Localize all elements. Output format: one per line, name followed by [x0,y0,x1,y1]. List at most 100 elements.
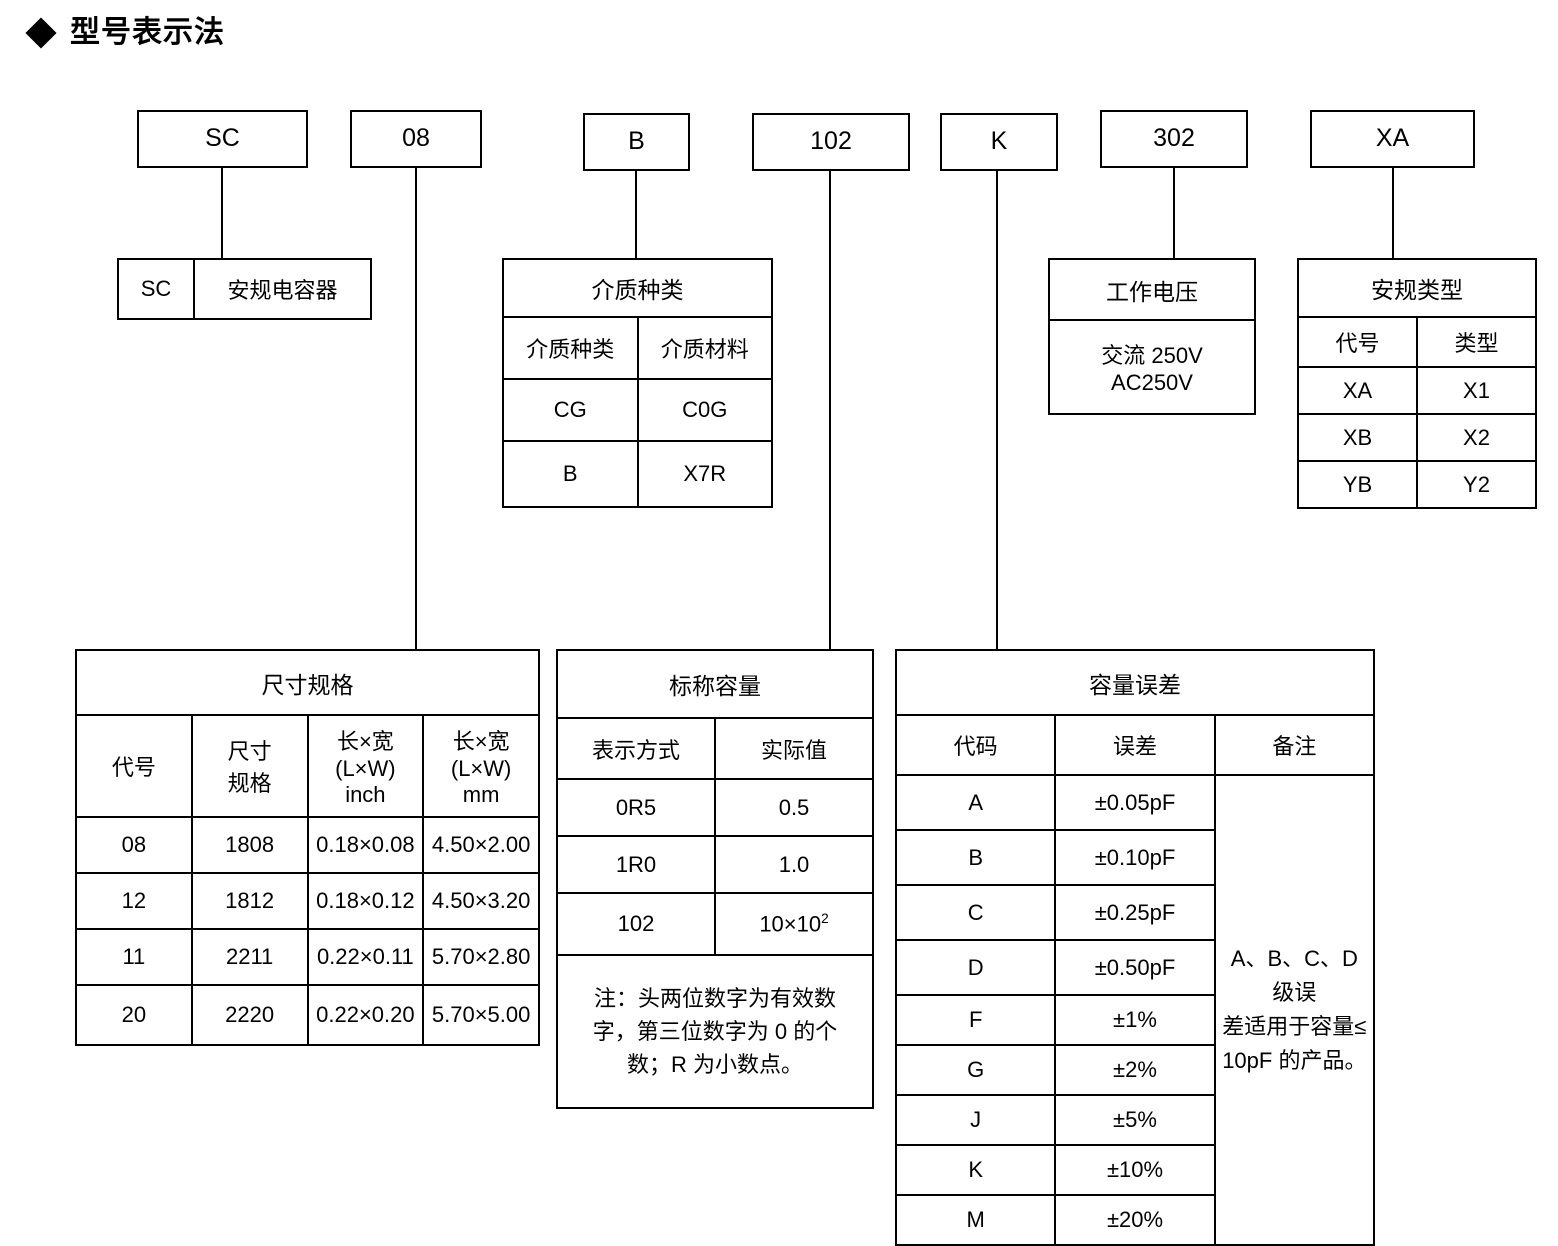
dielectric-cell-kind-1: B [502,440,639,508]
connector-series [221,168,224,258]
capacitance-cell-value-2: 10×102 [714,892,874,956]
tolerance-cell-value-2: ±0.25pF [1054,884,1216,941]
tolerance-remark-line1: A、B、C、D 级误 [1230,945,1358,1005]
voltage-value-cell: 交流 250V AC250V [1048,319,1256,415]
table-row: 工作电压 [1048,258,1256,321]
size-header-code: 代号 [75,714,193,818]
capacitance-table-title: 标称容量 [556,649,874,719]
safety-cell-code-1: XB [1297,413,1418,462]
tolerance-remark-cell: A、B、C、D 级误 差适用于容量≤ 10pF 的产品。 [1213,774,1376,1246]
table-row: XB X2 [1297,413,1537,462]
code-box-size: 08 [350,110,482,168]
capacitance-header-value: 实际值 [714,717,874,780]
series-desc-cell: 安规电容器 [193,258,372,320]
code-box-capacitance: 102 [752,113,910,171]
tolerance-cell-code-7: K [894,1144,1057,1196]
table-row: J ±5% [894,1094,1374,1146]
capacitance-table: 标称容量 表示方式 实际值 0R5 0.5 1R0 1.0 102 10×102… [556,649,874,1109]
code-box-series-label: SC [205,124,240,153]
capacitance-value-exponent: 2 [821,910,829,926]
dielectric-cell-material-1: X7R [636,440,773,508]
capacitance-header-notation: 表示方式 [556,717,716,780]
table-row: 尺寸规格 [75,649,540,716]
table-row: 代号 尺寸 规格 长×宽 (L×W) inch 长×宽 (L×W) mm [75,714,540,818]
tolerance-cell-value-6: ±5% [1054,1094,1216,1146]
page-title: 型号表示法 [25,17,225,49]
tolerance-cell-code-0: A [894,774,1057,831]
safety-table-title: 安规类型 [1297,258,1537,318]
code-box-tolerance: K [940,113,1058,171]
tolerance-cell-value-0: ±0.05pF [1054,774,1216,831]
size-cell-mm-1: 4.50×3.20 [422,872,540,930]
size-cell-spec-1: 1812 [190,872,309,930]
series-code-cell: SC [117,258,195,320]
table-row: 102 10×102 [556,892,874,956]
connector-size [415,168,418,649]
size-cell-inch-0: 0.18×0.08 [306,816,425,874]
tolerance-cell-code-2: C [894,884,1057,941]
table-row: 注：头两位数字为有效数 字，第三位数字为 0 的个 数；R 为小数点。 [556,954,874,1109]
size-header-inch: 长×宽 (L×W) inch [306,714,425,818]
capacitance-value-mantissa: 10×10 [759,911,822,937]
code-box-series: SC [137,110,308,168]
tolerance-cell-value-1: ±0.10pF [1054,829,1216,886]
table-row: 0R5 0.5 [556,778,874,837]
voltage-value-line1: 交流 250V [1101,343,1203,368]
tolerance-cell-value-8: ±20% [1054,1194,1216,1246]
tolerance-header-tolerance: 误差 [1054,714,1216,776]
capacitance-note-line1: 注：头两位数字为有效数 [593,986,836,1011]
size-header-mm-line2: (L×W) [450,756,512,781]
capacitance-cell-value-1: 1.0 [714,835,874,894]
size-cell-mm-2: 5.70×2.80 [422,928,540,986]
size-cell-mm-3: 5.70×5.00 [422,984,540,1046]
code-box-safety: XA [1310,110,1475,168]
safety-cell-type-0: X1 [1416,366,1537,415]
safety-class-table: 安规类型 代号 类型 XA X1 XB X2 YB Y2 [1297,258,1537,509]
size-cell-inch-3: 0.22×0.20 [306,984,425,1046]
size-spec-table: 尺寸规格 代号 尺寸 规格 长×宽 (L×W) inch 长×宽 (L×W) m… [75,649,540,1046]
table-row: 表示方式 实际值 [556,717,874,780]
series-table: SC 安规电容器 [117,258,372,320]
diamond-bullet-icon [25,17,57,49]
size-cell-spec-2: 2211 [190,928,309,986]
tolerance-header-code: 代码 [894,714,1057,776]
tolerance-cell-code-4: F [894,994,1057,1046]
size-header-inch-line1: 长×宽 [336,729,394,754]
tolerance-cell-value-7: ±10% [1054,1144,1216,1196]
tolerance-cell-value-4: ±1% [1054,994,1216,1046]
capacitance-note-line2: 字，第三位数字为 0 的个 [592,1019,838,1044]
table-row: 交流 250V AC250V [1048,319,1256,415]
size-header-spec: 尺寸 规格 [190,714,309,818]
size-header-spec-line1: 尺寸 [227,739,272,764]
capacitance-cell-notation-0: 0R5 [556,778,716,837]
table-row: B ±0.10pF [894,829,1374,886]
size-header-mm: 长×宽 (L×W) mm [422,714,540,818]
capacitance-cell-value-0: 0.5 [714,778,874,837]
table-row: C ±0.25pF [894,884,1374,941]
size-cell-spec-0: 1808 [190,816,309,874]
connector-tolerance [996,171,999,649]
tolerance-header-remark: 备注 [1213,714,1376,776]
capacitance-cell-notation-2: 102 [556,892,716,956]
model-designation-diagram: 型号表示法 SC 08 B 102 K 302 XA SC 安规电容器 介质种类 [25,17,1537,1246]
connector-voltage [1173,168,1176,258]
table-row: SC 安规电容器 [117,258,372,320]
dielectric-cell-kind-0: CG [502,378,639,442]
size-cell-code-2: 11 [75,928,193,986]
code-box-dielectric: B [583,113,690,171]
voltage-value-line2: AC250V [1111,370,1193,395]
voltage-table: 工作电压 交流 250V AC250V [1048,258,1256,415]
table-row: 介质种类 介质材料 [502,316,773,380]
tolerance-cell-code-1: B [894,829,1057,886]
table-row: 标称容量 [556,649,874,719]
table-row: 1R0 1.0 [556,835,874,894]
tolerance-cell-code-8: M [894,1194,1057,1246]
table-row: 代号 类型 [1297,316,1537,368]
table-row: B X7R [502,440,773,508]
table-row: 11 2211 0.22×0.11 5.70×2.80 [75,928,540,986]
tolerance-table-title: 容量误差 [895,649,1375,716]
table-row: 介质种类 [502,258,773,318]
tolerance-table: 容量误差 代码 误差 备注 A ±0.05pF A、B、C、D 级误 差适用于容… [894,649,1376,1246]
capacitance-cell-notation-1: 1R0 [556,835,716,894]
safety-header-code: 代号 [1297,316,1418,368]
